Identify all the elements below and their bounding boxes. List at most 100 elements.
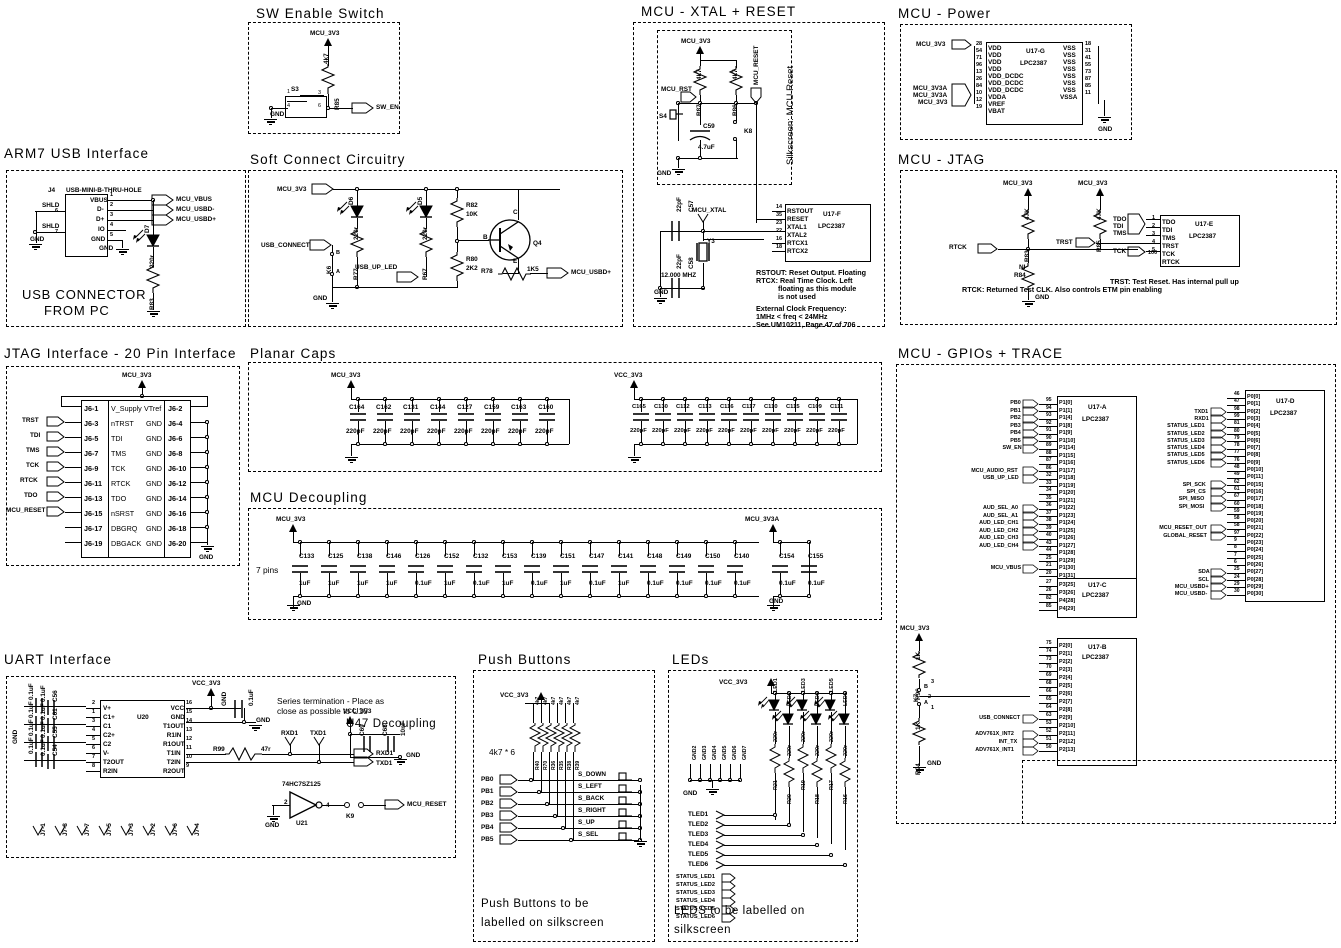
led-res-ref: R19 xyxy=(801,780,807,790)
port-flag-mcu3v3-pwr-icon xyxy=(951,39,972,50)
port-flag-gpioA-icon xyxy=(1022,541,1039,551)
gpioC-pin-num: 85 xyxy=(1046,603,1052,609)
led-gnd-pin: GND6 xyxy=(732,745,738,760)
capacitor-icon xyxy=(669,565,685,573)
resistor-jtag-r83-icon xyxy=(1020,210,1036,239)
gpioD-port: GLOBAL_RESET xyxy=(1163,532,1207,539)
gnd-symbol-icon xyxy=(249,724,262,732)
wire xyxy=(1227,587,1245,589)
u17e-pin-5: RTCK xyxy=(1162,259,1180,266)
gpioA-pin-num: 92 xyxy=(1046,419,1052,426)
led-icon xyxy=(810,713,822,726)
wire xyxy=(735,573,736,596)
led-d7-icon xyxy=(146,234,160,248)
uart-lpin-name: C1 xyxy=(103,723,112,730)
gpioD-pin-name: P0[11] xyxy=(1247,474,1263,481)
block-title-uart: UART Interface xyxy=(4,652,112,667)
link-node xyxy=(344,802,350,808)
port-flag-usb-up-led-icon xyxy=(396,271,419,283)
pushbutton-icon[interactable] xyxy=(618,771,634,781)
pb-port: PB1 xyxy=(481,788,494,795)
uart-port-rxd1: RXD1 xyxy=(376,750,394,757)
u17e-num-4: 5 xyxy=(1152,247,1156,253)
wire xyxy=(773,596,774,607)
uart-port-txd1: TXD1 xyxy=(376,760,393,767)
port-flag-gpioD-icon xyxy=(1210,575,1227,585)
jtag-port-rtck: RTCK xyxy=(20,477,38,484)
pushbutton-icon[interactable] xyxy=(618,783,634,793)
wire xyxy=(1227,404,1245,406)
cap-ref: C139 xyxy=(531,553,547,560)
cap-value: 220pF xyxy=(535,428,554,435)
capacitor-icon xyxy=(677,413,693,421)
cap-ref: C125 xyxy=(328,553,344,560)
wire xyxy=(329,573,330,596)
wire xyxy=(86,753,101,754)
sw-pin-1: 1 xyxy=(287,89,291,95)
port-flag-mcu-usbd-minus-icon xyxy=(151,204,174,216)
junction-node xyxy=(424,187,428,191)
uart-buf-pin-0: 2 xyxy=(284,799,288,806)
ic-ref-u17a: U17-A xyxy=(1088,404,1107,411)
u17f-pin-num-1: 35 xyxy=(776,212,783,218)
pushbutton-icon[interactable] xyxy=(618,819,634,829)
junction-node xyxy=(701,229,705,233)
pwr-rpin-0: VSS xyxy=(1063,45,1076,52)
gpioD-pin-name: P0[4] xyxy=(1247,423,1261,430)
wire xyxy=(831,773,832,844)
cap-ref: C126 xyxy=(415,553,431,560)
gpioC-pin-name: P4[28] xyxy=(1059,598,1076,604)
pushbutton-icon[interactable] xyxy=(618,807,634,817)
wire xyxy=(700,764,701,780)
cap-ref: C131 xyxy=(403,404,419,411)
power-arrow-icon xyxy=(915,633,923,641)
gpioA-pin-num: 93 xyxy=(1046,412,1052,418)
wire xyxy=(86,744,101,745)
capacitor-icon xyxy=(292,565,308,573)
wire xyxy=(831,726,832,744)
wire xyxy=(795,399,796,412)
gpioC-pin-name: P3[26] xyxy=(1059,590,1076,596)
wire xyxy=(358,421,359,444)
wire xyxy=(724,825,790,826)
wire xyxy=(685,421,686,444)
net-label-vcc-uart: VCC_3V3 xyxy=(192,680,221,687)
junction-node xyxy=(348,732,352,736)
wire xyxy=(1039,433,1057,435)
cap-ref: C141 xyxy=(618,553,634,560)
wire xyxy=(387,542,388,556)
jtag-port-1: TDI xyxy=(1113,223,1124,230)
led-tled-port: TLED5 xyxy=(688,851,709,858)
ni-label: NI xyxy=(1019,264,1026,271)
port-flag-gpioA-icon xyxy=(1022,519,1039,528)
junction-node xyxy=(698,101,702,105)
cap-value: 220pF xyxy=(784,428,801,434)
pushbutton-icon[interactable] xyxy=(618,831,634,841)
wire xyxy=(1146,227,1160,228)
wire xyxy=(65,467,82,468)
wire xyxy=(1227,470,1245,472)
gpioD-pin-num: 62 xyxy=(1234,478,1240,485)
pwr-rnum-3: 55 xyxy=(1085,62,1092,68)
gpioD-port: SCL xyxy=(1198,576,1210,583)
capacitor-icon xyxy=(765,413,781,421)
jtag-row-5-lname: RTCK xyxy=(111,479,131,488)
wire xyxy=(142,388,143,396)
gpioD-port: SPI_MOSI xyxy=(1178,503,1205,510)
pushbutton-icon[interactable] xyxy=(618,795,634,805)
resistor-r96-icon xyxy=(911,651,927,678)
led-arrows-icon xyxy=(406,201,419,215)
gpioD-pin-num: 6 xyxy=(1234,558,1237,565)
usb-pin-name-0: VBUS xyxy=(90,197,108,204)
resistor-r67-icon xyxy=(418,228,434,257)
wire-rail-bot-dec2 xyxy=(773,596,809,597)
port-flag-gpioA-icon xyxy=(1022,421,1039,431)
wire xyxy=(700,140,701,158)
capacitor-icon xyxy=(721,413,737,421)
capacitor-icon xyxy=(633,413,649,421)
cap-value: 220pF xyxy=(652,428,669,434)
gpio-link-pin-b: B xyxy=(924,684,928,690)
led-arrows-icon xyxy=(133,229,146,243)
junction-node xyxy=(801,833,805,837)
port-rtck-label: RTCK xyxy=(949,244,967,251)
